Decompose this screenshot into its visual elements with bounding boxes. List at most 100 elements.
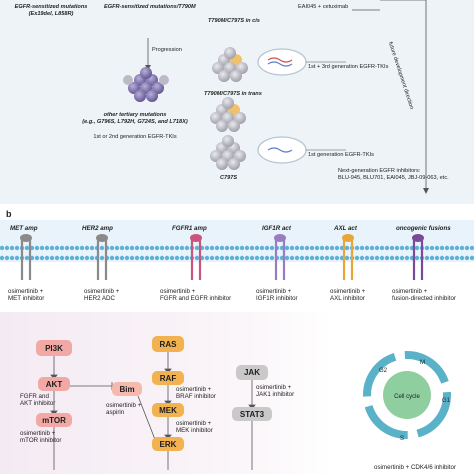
jak-drug-line1: osimertinib + [256,384,292,391]
panel-a-graphics [123,0,429,194]
mek-drug-line2: MEK inhibitor [176,427,213,435]
node-jak: JAK [236,365,268,380]
membrane-bead [229,245,235,251]
membrane-bead [34,245,40,251]
membrane-bead [404,245,410,251]
membrane-bead [74,255,80,261]
membrane-bead [334,245,340,251]
jak-drug: osimertinib + JAK1 inhibitor [256,384,294,399]
membrane-bead [439,245,445,251]
panel-a: EGFR-sensitized mutations (Ex19del, L858… [0,0,474,204]
c797s-cell-oval [257,136,307,164]
membrane-bead [69,255,75,261]
node-erk: ERK [152,437,184,451]
membrane-bead [399,245,405,251]
membrane-bead [259,255,265,261]
membrane-bead [329,245,335,251]
future-bracket [380,0,427,190]
membrane-bead [309,245,315,251]
membrane-bead [149,255,155,261]
node-mek: MEK [152,403,184,417]
membrane-bead [219,245,225,251]
receptor-met-title: MET amp [10,225,38,232]
membrane-bead [444,245,450,251]
mtor-drug: osimertinib + mTOR inhibitor [20,430,62,445]
membrane-bead [344,245,350,251]
cell-cycle-ring [363,351,451,439]
cis-combo-drug: 1st + 3rd generation EGFR-TKIs [308,64,389,70]
tertiary-title-line2: (e.g., G796S, L792H, G724S, and L718X) [82,118,188,125]
membrane-bead [109,245,115,251]
membrane-bead [149,245,155,251]
membrane-bead [269,245,275,251]
membrane-bead [354,255,360,261]
akt-drug: FGFR and AKT inhibitor [20,393,55,408]
phase-m: M [420,360,425,366]
membrane-bead [59,245,65,251]
membrane-bead [469,245,474,251]
membrane-bead [334,255,340,261]
membrane-bead [174,245,180,251]
membrane-bead [264,255,270,261]
col1-title-line2: (Ex19del, L858R) [28,10,74,17]
membrane-bead [359,255,365,261]
akt-drug-line2: AKT inhibitor [20,400,56,408]
membrane-bead [204,255,210,261]
receptor-mark [20,236,32,280]
membrane-bead [389,245,395,251]
raf-drug-line2: BRAF inhibitor [176,393,216,401]
node-mtor: mTOR [36,413,72,427]
c797s-title: C797S [220,175,238,181]
receptor-fgfr1-drug: osimertinib + FGFR and EGFR inhibitor [160,288,231,303]
membrane-bead [109,255,115,261]
membrane-bead [129,245,135,251]
membrane-bead [424,255,430,261]
her2-drug-line1: osimertinib + [84,288,120,295]
membrane-bead [39,255,45,261]
node-stat3: STAT3 [232,407,272,421]
membrane-bead [344,255,350,261]
membrane-bead [269,255,275,261]
membrane-bead [284,245,290,251]
membrane-bead [434,255,440,261]
membrane-graphics [0,220,474,280]
tertiary-cell-cluster [123,67,169,102]
membrane-bead [49,245,55,251]
nextgen-inhibitors: Next-generation EGFR inhibitors: BLU-945… [338,168,474,181]
receptor-cap [342,234,354,242]
membrane-bead [249,255,255,261]
membrane-bead [169,255,175,261]
membrane-bead [444,255,450,261]
membrane-bead [379,245,385,251]
membrane-bead [159,255,165,261]
membrane-bead [364,245,370,251]
mtor-drug-line1: osimertinib + [20,430,56,437]
membrane-bead [304,245,310,251]
receptor-cap [96,234,108,242]
membrane-bead [399,255,405,261]
membrane-bead [64,255,70,261]
membrane-bead [364,255,370,261]
bim-drug-line2: aspirin [106,409,125,417]
membrane-bead [449,255,455,261]
jak-drug-line2: JAK1 inhibitor [256,391,295,399]
membrane-bead [204,245,210,251]
axl-drug-line1: osimertinib + [330,288,366,295]
receptor-her2-title: HER2 amp [82,225,113,232]
membrane-bead [144,255,150,261]
node-akt: AKT [38,377,70,391]
phase-g1: G1 [442,398,451,404]
membrane-bead [429,245,435,251]
membrane-bead [264,245,270,251]
membrane-bead [459,255,465,261]
node-pi3k: PI3K [36,340,72,356]
membrane-bead [139,255,145,261]
membrane-bead [89,255,95,261]
membrane-bead [254,255,260,261]
membrane-bead [459,245,465,251]
membrane-bead [234,245,240,251]
membrane-bead [239,245,245,251]
receptor-cap [274,234,286,242]
membrane-bead [249,245,255,251]
tertiary-title: other tertiary mutations (e.g., G796S, L… [60,112,210,125]
